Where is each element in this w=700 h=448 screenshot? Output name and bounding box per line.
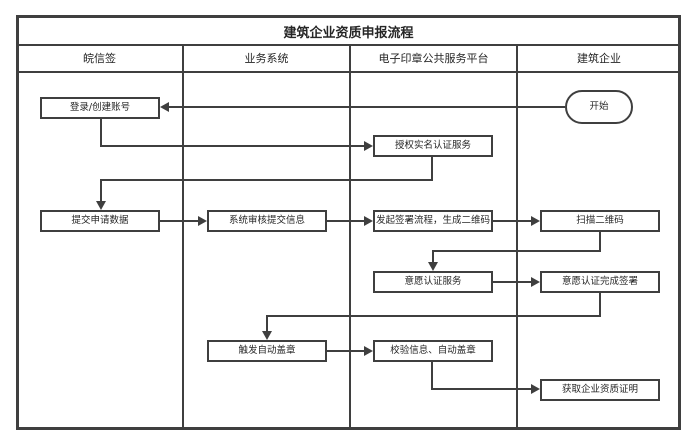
connector-scan-willingness-h xyxy=(432,250,601,252)
connector-done-trigger-v2 xyxy=(266,315,268,331)
arrowhead-down-icon xyxy=(428,262,438,271)
connector-authorize-submit-v1 xyxy=(431,157,433,181)
connector-scan-willingness-v2 xyxy=(432,250,434,262)
arrowhead-right-icon xyxy=(531,277,540,287)
connector-login-authorize-v xyxy=(100,119,102,146)
connector-scan-willingness-v1 xyxy=(599,232,601,252)
connector-done-trigger-h xyxy=(266,315,601,317)
header-divider xyxy=(19,71,678,73)
connector-start-login xyxy=(169,106,565,108)
node-system-review-info: 系统审核提交信息 xyxy=(207,210,327,232)
node-start: 开始 xyxy=(565,90,633,124)
connector-authorize-submit-h xyxy=(100,179,433,181)
lane-divider-2 xyxy=(349,44,351,427)
node-willingness-auth-complete-sign: 意愿认证完成签署 xyxy=(540,271,660,293)
connector-review-initiate xyxy=(327,220,364,222)
node-submit-application-data: 提交申请数据 xyxy=(40,210,160,232)
node-scan-qrcode: 扫描二维码 xyxy=(540,210,660,232)
connector-willingness-done xyxy=(493,281,531,283)
chart-title: 建筑企业资质申报流程 xyxy=(283,25,414,41)
connector-authorize-submit-v2 xyxy=(100,179,102,202)
arrowhead-right-icon xyxy=(531,384,540,394)
connector-verify-obtain-v xyxy=(431,362,433,389)
lane-divider-1 xyxy=(182,44,184,427)
arrowhead-down-icon xyxy=(262,331,272,340)
title-divider xyxy=(19,44,678,46)
node-verify-info-auto-stamp: 校验信息、自动盖章 xyxy=(373,340,493,362)
arrowhead-right-icon xyxy=(531,216,540,226)
arrowhead-right-icon xyxy=(198,216,207,226)
node-authorize-realname-auth: 授权实名认证服务 xyxy=(373,135,493,157)
connector-login-authorize-h xyxy=(100,145,364,147)
node-initiate-sign-generate-qrcode: 发起签署流程，生成二维码 xyxy=(373,210,493,232)
lane-header-wanxinqian: 皖信签 xyxy=(83,51,116,65)
connector-verify-obtain-h xyxy=(431,388,531,390)
connector-initiate-scan xyxy=(493,220,531,222)
arrowhead-right-icon xyxy=(364,346,373,356)
node-trigger-auto-stamp: 触发自动盖章 xyxy=(207,340,327,362)
arrowhead-right-icon xyxy=(364,141,373,151)
connector-done-trigger-v1 xyxy=(599,293,601,317)
lane-header-construction-enterprise: 建筑企业 xyxy=(577,51,621,65)
connector-submit-review xyxy=(160,220,198,222)
node-willingness-auth-service: 意愿认证服务 xyxy=(373,271,493,293)
node-login-create-account: 登录/创建账号 xyxy=(40,97,160,119)
arrowhead-right-icon xyxy=(364,216,373,226)
lane-divider-3 xyxy=(516,44,518,427)
arrowhead-left-icon xyxy=(160,102,169,112)
lane-header-eseal-platform: 电子印章公共服务平台 xyxy=(378,51,489,65)
lane-header-business-system: 业务系统 xyxy=(244,51,289,65)
arrowhead-down-icon xyxy=(96,201,106,210)
swimlane-frame xyxy=(16,15,681,430)
node-obtain-qualification-certificate: 获取企业资质证明 xyxy=(540,379,660,401)
connector-trigger-verify xyxy=(327,350,364,352)
